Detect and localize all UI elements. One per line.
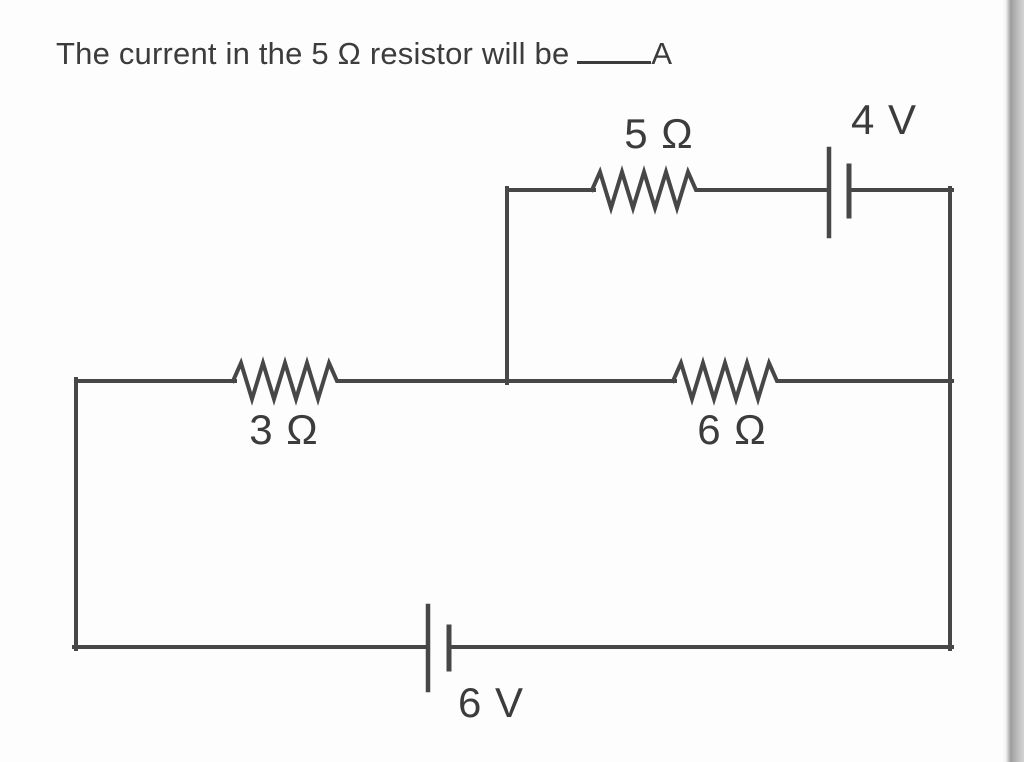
resistor-3ohm-symbol	[230, 356, 343, 406]
resistor-5ohm-symbol	[589, 165, 702, 215]
scrollbar[interactable]	[1002, 0, 1024, 762]
question-text: The current in the 5 Ω resistor will be A	[56, 36, 672, 72]
label-battery-6v: 6 V	[457, 679, 525, 726]
answer-unit-label: A	[651, 36, 673, 71]
question-text-label: The current in the 5 Ω resistor will be	[56, 36, 570, 71]
label-battery-4v: 4 V	[850, 96, 918, 143]
answer-blank[interactable]	[577, 61, 652, 64]
label-resistor-6ohm: 6 Ω	[697, 406, 767, 453]
label-resistor-5ohm: 5 Ω	[624, 110, 694, 157]
label-resistor-3ohm: 3 Ω	[249, 406, 319, 453]
resistor-6ohm-symbol	[670, 356, 783, 406]
